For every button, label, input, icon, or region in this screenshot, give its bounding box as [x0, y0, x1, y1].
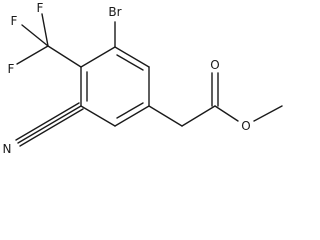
nitrile-bond-c	[19, 108, 84, 147]
methyl-bond	[253, 105, 283, 122]
cf3-carbon-bond	[47, 45, 82, 68]
nitrile-group	[15, 102, 84, 147]
ring-bond-6	[80, 46, 116, 68]
cf-bond-2	[16, 45, 49, 65]
ester-oxygen-label: O	[241, 119, 250, 133]
carbonyl-carbon-bond	[181, 105, 216, 127]
ring-double-bond-1	[116, 54, 144, 71]
fluorine-label-1: F	[37, 1, 44, 15]
cf-bond-1	[41, 13, 49, 47]
ring-double-bond-2	[116, 102, 144, 119]
bromine-label: Br	[108, 5, 121, 19]
ester-oxygen-bond	[214, 105, 239, 122]
ring-bond-3	[114, 105, 150, 127]
carbonyl-oxygen-label: O	[210, 58, 219, 72]
cf-bond-3	[21, 24, 49, 47]
benzene-ring	[80, 46, 150, 127]
nitrile-bond-b	[15, 102, 80, 141]
ring-bond-4	[80, 105, 116, 127]
nitrile-bond-a	[17, 105, 82, 144]
fluorine-label-3: F	[11, 14, 18, 28]
nitrile-nitrogen-label: N	[3, 142, 12, 156]
chemical-structure: Br F F F N O O	[3, 1, 283, 156]
ch2-bond	[148, 105, 183, 127]
ring-bond-1	[114, 46, 150, 68]
fluorine-label-2: F	[8, 62, 15, 76]
structure-canvas: Br F F F N O O	[3, 1, 283, 156]
